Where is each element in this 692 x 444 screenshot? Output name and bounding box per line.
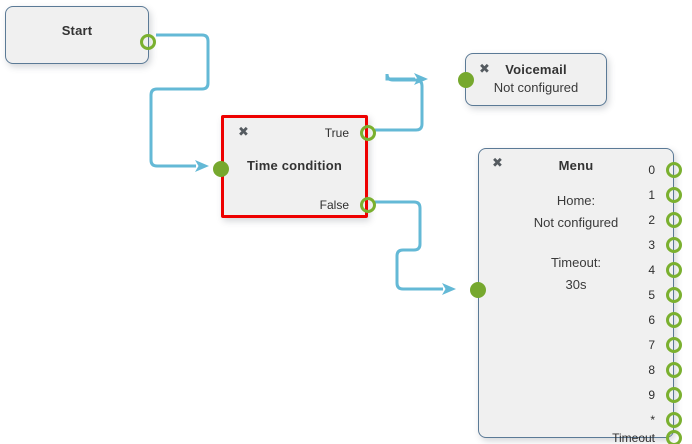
output-label-7: 7	[648, 338, 655, 352]
node-start-title: Start	[61, 23, 93, 38]
output-label-5: 5	[648, 288, 655, 302]
node-menu-home-value: Not configured	[533, 215, 619, 230]
output-label-6: 6	[648, 313, 655, 327]
close-icon[interactable]: ✖	[479, 62, 490, 77]
node-voicemail-input-port[interactable]	[458, 72, 474, 88]
node-menu-output-port-0[interactable]	[666, 162, 682, 178]
wire-true-to-voicemail	[375, 73, 428, 132]
wire-false-to-menu	[375, 200, 456, 295]
node-menu-home-label: Home:	[556, 193, 596, 208]
node-menu[interactable]: ✖ Menu Home: Not configured Timeout: 30s…	[470, 148, 682, 444]
node-menu-output-port-3[interactable]	[666, 237, 682, 253]
output-label-8: 8	[648, 363, 655, 377]
node-menu-output-port-6[interactable]	[666, 312, 682, 328]
output-label-star: *	[650, 413, 655, 427]
output-label-3: 3	[648, 238, 655, 252]
output-label-true: True	[324, 126, 349, 140]
output-label-9: 9	[648, 388, 655, 402]
node-menu-output-port-5[interactable]	[666, 287, 682, 303]
node-menu-output-port-1[interactable]	[666, 187, 682, 203]
node-voicemail-subtitle: Not configured	[493, 80, 579, 95]
node-menu-output-port-4[interactable]	[666, 262, 682, 278]
output-label-1: 1	[648, 188, 655, 202]
node-menu-output-port-7[interactable]	[666, 337, 682, 353]
node-voicemail[interactable]: ✖ Voicemail Not configured	[458, 53, 607, 106]
node-menu-output-port-2[interactable]	[666, 212, 682, 228]
output-label-2: 2	[648, 213, 655, 227]
node-time-condition-output-port-true[interactable]	[360, 125, 376, 141]
node-menu-output-port-8[interactable]	[666, 362, 682, 378]
node-menu-title: Menu	[558, 158, 594, 173]
output-label-0: 0	[648, 163, 655, 177]
node-voicemail-title: Voicemail	[505, 62, 567, 77]
node-time-condition-input-port[interactable]	[213, 161, 229, 177]
node-time-condition[interactable]: ✖ Time condition True False	[213, 115, 376, 218]
node-start[interactable]: Start	[5, 6, 156, 64]
node-menu-output-port-timeout[interactable]	[666, 430, 682, 444]
node-menu-input-port[interactable]	[470, 282, 486, 298]
node-menu-timeout-value: 30s	[565, 277, 587, 292]
close-icon[interactable]: ✖	[238, 125, 249, 140]
output-label-timeout: Timeout	[612, 431, 655, 444]
wire-start-to-timecondition	[149, 33, 210, 172]
output-label-false: False	[319, 198, 349, 212]
node-menu-output-port-9[interactable]	[666, 387, 682, 403]
node-start-output-port[interactable]	[140, 34, 156, 50]
node-time-condition-output-port-false[interactable]	[360, 197, 376, 213]
output-label-4: 4	[648, 263, 655, 277]
node-menu-output-port-star[interactable]	[666, 412, 682, 428]
close-icon[interactable]: ✖	[492, 156, 503, 171]
node-time-condition-title: Time condition	[246, 158, 342, 173]
node-menu-timeout-label: Timeout:	[550, 255, 602, 270]
